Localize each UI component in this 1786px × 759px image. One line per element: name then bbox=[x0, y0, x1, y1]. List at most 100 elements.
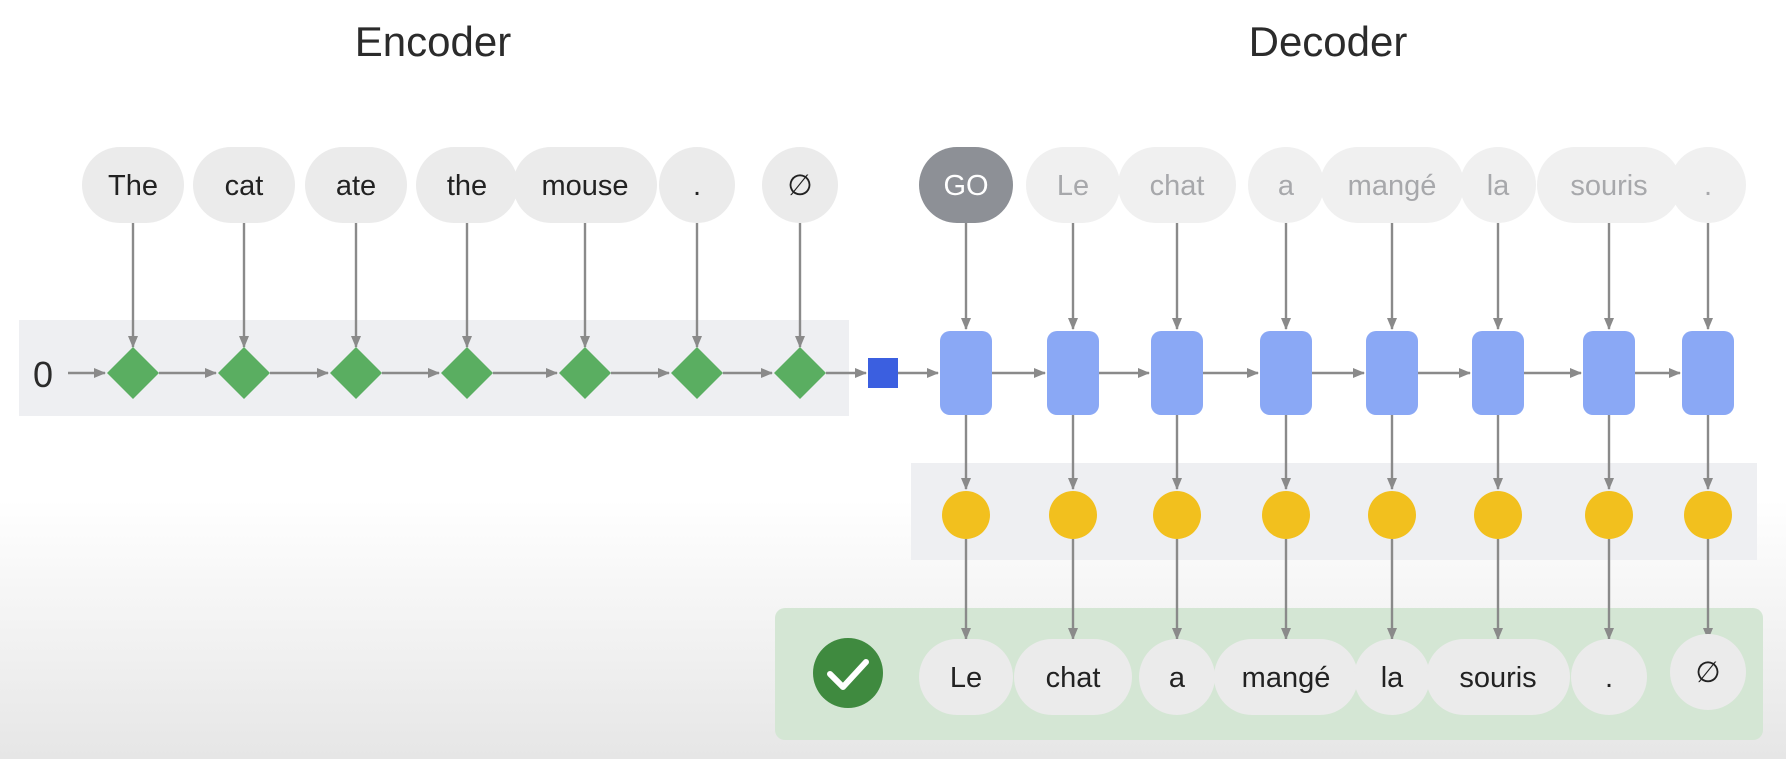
decoder-output-token-label: la bbox=[1381, 662, 1404, 694]
decoder-output-token-bg bbox=[1426, 639, 1570, 715]
decoder-cell bbox=[1047, 331, 1099, 415]
context-vector bbox=[868, 358, 898, 388]
encoder-node bbox=[774, 347, 826, 399]
output-node bbox=[1368, 491, 1416, 539]
output-node bbox=[942, 491, 990, 539]
output-node bbox=[1049, 491, 1097, 539]
encoder-token-bg bbox=[659, 147, 735, 223]
check-icon bbox=[827, 659, 869, 690]
decoder-input-token-label: chat bbox=[1150, 170, 1205, 202]
decoder-input-token-bg bbox=[1118, 147, 1236, 223]
output-node bbox=[1684, 491, 1732, 539]
encoder-node bbox=[330, 347, 382, 399]
arrows-layer bbox=[68, 223, 1713, 640]
encoder-token-bg bbox=[416, 147, 518, 223]
decoder-cell bbox=[1260, 331, 1312, 415]
decoder-output-token: Le bbox=[919, 639, 1013, 715]
decoder-input-token-bg bbox=[1248, 147, 1324, 223]
encoder-token-bg bbox=[82, 147, 184, 223]
encoder-token-label: cat bbox=[225, 170, 264, 202]
decoder-output-token: . bbox=[1571, 639, 1647, 715]
decoder-output-token-label: souris bbox=[1459, 662, 1536, 694]
encoder-node bbox=[671, 347, 723, 399]
decoder-input-token-bg bbox=[1537, 147, 1681, 223]
decoder-output-token-label: a bbox=[1169, 662, 1186, 694]
encoder-title: Encoder bbox=[355, 18, 511, 65]
encoder-node bbox=[107, 347, 159, 399]
decoder-input-token: . bbox=[1670, 147, 1746, 223]
decoder-title: Decoder bbox=[1249, 18, 1408, 65]
encoder-token-bg bbox=[513, 147, 657, 223]
decoder-input-token-label: mangé bbox=[1348, 170, 1437, 202]
decoder-cell bbox=[1682, 331, 1734, 415]
decoder-input-token-label: souris bbox=[1570, 170, 1647, 202]
encoder-node bbox=[559, 347, 611, 399]
decoder-output-token-label: ∅ bbox=[1695, 657, 1720, 689]
decoder-input-token-bg bbox=[1460, 147, 1536, 223]
decoder-output-token: la bbox=[1354, 639, 1430, 715]
output-node bbox=[1153, 491, 1201, 539]
encoder-token-label: . bbox=[693, 170, 701, 202]
decoder-input-token-label: Le bbox=[1057, 170, 1089, 202]
decoder-input-token: souris bbox=[1537, 147, 1681, 223]
decoder-input-token-bg bbox=[1026, 147, 1120, 223]
initial-state-label: 0 bbox=[33, 354, 53, 395]
decoder-output-token-bg bbox=[1670, 634, 1746, 710]
decoder-output-token-label: chat bbox=[1046, 662, 1101, 694]
output-node bbox=[1585, 491, 1633, 539]
decoder-cell bbox=[1151, 331, 1203, 415]
go-token-label: GO bbox=[943, 170, 988, 202]
encoder-token: cat bbox=[193, 147, 295, 223]
decoder-input-token-bg bbox=[1670, 147, 1746, 223]
encoder-token: . bbox=[659, 147, 735, 223]
encoder-token-bg bbox=[762, 147, 838, 223]
encoder-node bbox=[441, 347, 493, 399]
encoder-token: mouse bbox=[513, 147, 657, 223]
decoder-input-token-bg bbox=[1320, 147, 1464, 223]
decoder-output-token-label: Le bbox=[950, 662, 982, 694]
decoder-cell bbox=[1472, 331, 1524, 415]
decoder-input-token: a bbox=[1248, 147, 1324, 223]
encoder-token-label: ate bbox=[336, 170, 376, 202]
decoder-output-token-bg bbox=[1139, 639, 1215, 715]
decoder-input-token: la bbox=[1460, 147, 1536, 223]
output-node bbox=[1262, 491, 1310, 539]
decoder-output-token-bg bbox=[1214, 639, 1358, 715]
encoder-token-label: the bbox=[447, 170, 487, 202]
encoder-node bbox=[218, 347, 270, 399]
encoder-token: ate bbox=[305, 147, 407, 223]
decoder-output-token: souris bbox=[1426, 639, 1570, 715]
encoder-token-label: mouse bbox=[541, 170, 628, 202]
encoder-layer: The cat ate the mouse. ∅ bbox=[82, 147, 838, 399]
decoder-output-token-bg bbox=[1571, 639, 1647, 715]
decoder-input-token: mangé bbox=[1320, 147, 1464, 223]
decoder-input-token: Le bbox=[1026, 147, 1120, 223]
decoder-cell bbox=[1583, 331, 1635, 415]
encoder-token-label: ∅ bbox=[787, 170, 812, 202]
decoder-input-token-label: . bbox=[1704, 170, 1712, 202]
decoder-output-token-bg bbox=[1014, 639, 1132, 715]
decoder-cell bbox=[1366, 331, 1418, 415]
encoder-token: ∅ bbox=[762, 147, 838, 223]
decoder-output-token: chat bbox=[1014, 639, 1132, 715]
output-node bbox=[1474, 491, 1522, 539]
decoder-input-token: chat bbox=[1118, 147, 1236, 223]
decoder-output-token: mangé bbox=[1214, 639, 1358, 715]
encoder-token: The bbox=[82, 147, 184, 223]
encoder-token-bg bbox=[193, 147, 295, 223]
go-token: GO bbox=[919, 147, 1013, 223]
encoder-token-bg bbox=[305, 147, 407, 223]
encoder-token: the bbox=[416, 147, 518, 223]
encoder-token-label: The bbox=[108, 170, 158, 202]
go-token-bg bbox=[919, 147, 1013, 223]
check-badge bbox=[813, 638, 883, 708]
decoder-cell bbox=[940, 331, 992, 415]
decoder-input-token-label: a bbox=[1278, 170, 1295, 202]
decoder-output-token: a bbox=[1139, 639, 1215, 715]
decoder-output-token-label: mangé bbox=[1242, 662, 1331, 694]
decoder-output-token: ∅ bbox=[1670, 634, 1746, 710]
decoder-output-token-bg bbox=[919, 639, 1013, 715]
decoder-output-token-label: . bbox=[1605, 662, 1613, 694]
